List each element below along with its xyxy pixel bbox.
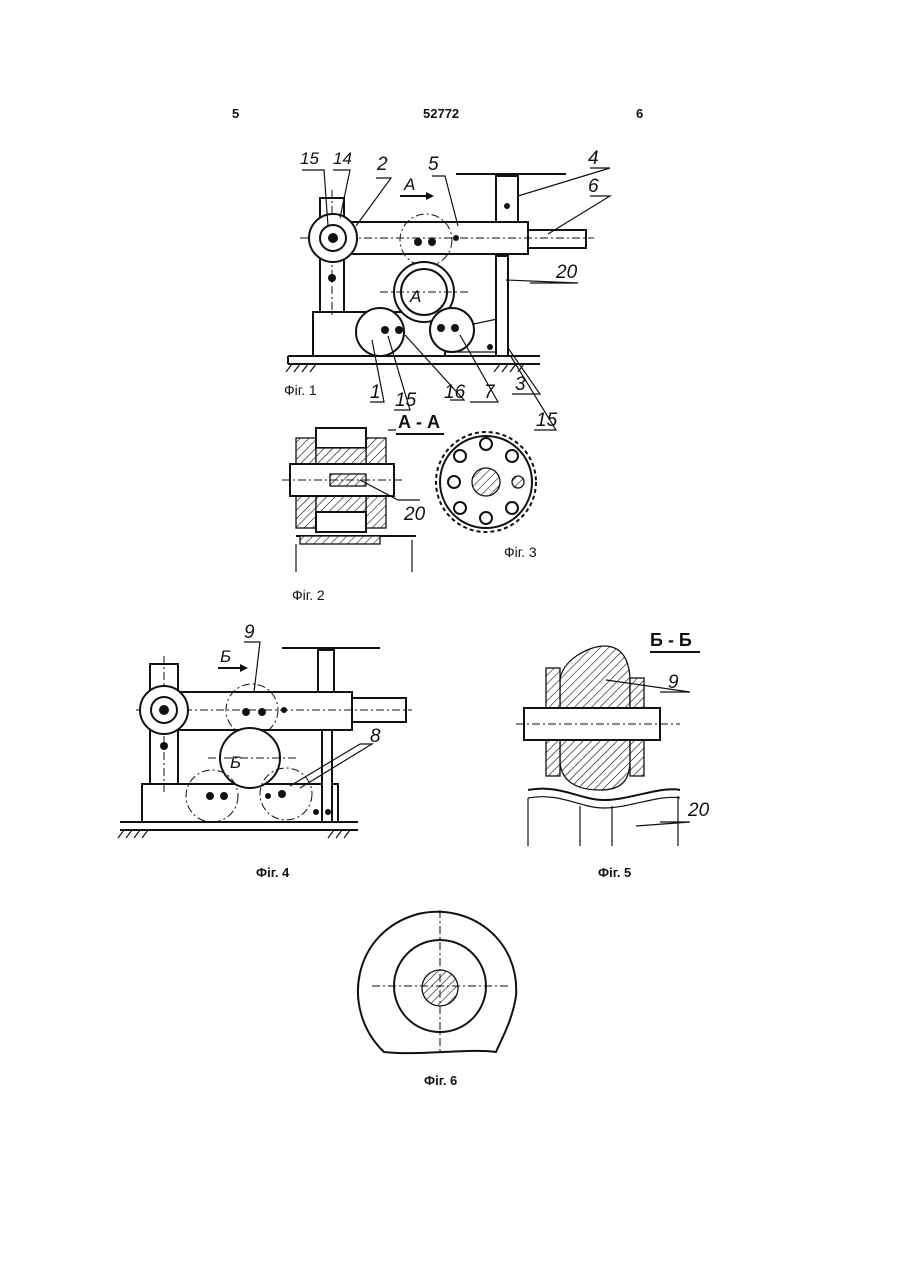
figure-1: 15 14 2 А 5 4 6 20 А 1 15 16 7 3 15	[286, 148, 610, 431]
fig4-label-B-arrow: Б	[220, 647, 231, 666]
label-14: 14	[333, 149, 352, 168]
label-16: 16	[444, 382, 466, 403]
fig4-label-9: 9	[244, 622, 255, 643]
section-label-B-B: Б - Б	[650, 630, 692, 650]
label-15-lower: 15	[395, 390, 417, 411]
caption-fig5: Фіг. 5	[598, 865, 631, 880]
fig2-label-20: 20	[403, 504, 426, 525]
label-A-inner: А	[409, 287, 421, 306]
label-6: 6	[588, 176, 599, 197]
figure-5: Б - Б 9 20	[516, 630, 710, 846]
label-20: 20	[555, 262, 578, 283]
label-2: 2	[376, 154, 388, 175]
caption-fig2: Фіг. 2	[292, 587, 325, 603]
figure-6	[358, 910, 516, 1053]
label-3: 3	[515, 374, 526, 395]
figure-3	[436, 432, 536, 532]
label-15-top: 15	[300, 149, 319, 168]
fig5-label-9: 9	[668, 672, 679, 693]
label-A-arrow: А	[403, 175, 415, 194]
label-15-right: 15	[536, 410, 558, 431]
fig4-label-8: 8	[370, 726, 381, 747]
label-1: 1	[370, 382, 381, 403]
caption-fig4: Фіг. 4	[256, 865, 289, 880]
caption-fig6: Фіг. 6	[424, 1073, 457, 1088]
caption-fig1: Фіг. 1	[284, 382, 317, 398]
figure-2: А - А 20	[282, 412, 444, 572]
label-5: 5	[428, 154, 439, 175]
label-4: 4	[588, 148, 599, 169]
section-label-A-A: А - А	[398, 412, 440, 432]
fig4-label-B-inner: Б	[230, 753, 241, 772]
fig5-label-20: 20	[687, 800, 710, 821]
label-7: 7	[484, 382, 496, 403]
caption-fig3: Фіг. 3	[504, 544, 537, 560]
figure-4: 9 Б Б 8	[118, 622, 412, 838]
